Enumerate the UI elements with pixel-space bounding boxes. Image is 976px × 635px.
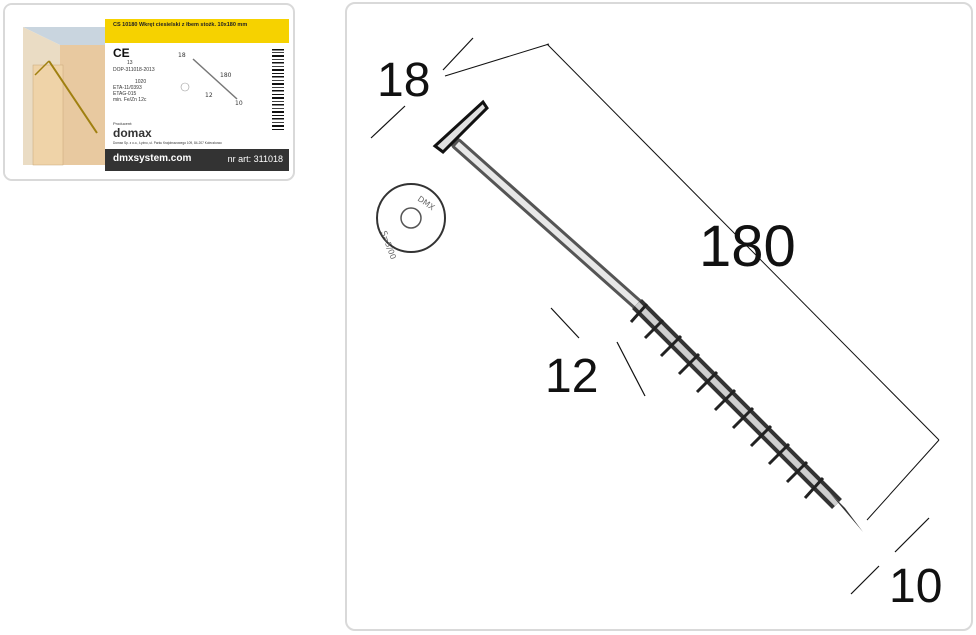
ce-mark: CE	[113, 46, 130, 60]
product-thumbnail[interactable]: CS 10180 Wkręt ciesielski z łbem stożk. …	[3, 3, 295, 181]
technical-drawing-panel: DMX S=5/00 18 180 12 10	[345, 2, 973, 631]
mini-dim-tip: 10	[235, 100, 243, 107]
dim-total-length: 180	[699, 214, 796, 279]
brand-logo: domax	[113, 126, 152, 140]
dim-tip: 10	[889, 560, 942, 613]
dim-shank: 12	[545, 350, 598, 403]
screw-tip	[829, 492, 863, 532]
mini-dim-head: 18	[178, 52, 186, 59]
mini-dim-length: 180	[220, 72, 232, 79]
installation-illustration	[5, 5, 105, 179]
notified-body: 1020	[135, 79, 147, 85]
product-label: CS 10180 Wkręt ciesielski z łbem stożk. …	[105, 19, 289, 171]
etag-number: ETAG-015	[113, 91, 137, 97]
mini-screw-diagram: 18 180 12 10	[178, 52, 243, 107]
dim-head-diameter: 18	[377, 54, 430, 107]
screw-drawing: DMX S=5/00 18 180 12 10	[370, 37, 942, 613]
producer-label: Producent:	[113, 121, 133, 126]
barcode	[272, 49, 284, 130]
head-top-view: DMX S=5/00	[376, 183, 446, 261]
eta-number: ETA-11/0393	[113, 85, 142, 91]
website-text: dmxsystem.com	[113, 153, 192, 164]
screw-head	[432, 99, 489, 154]
ce-number: 13	[127, 60, 133, 66]
company-address: Domax Sp. z o.o., Łyżno, ul. Parku Krajo…	[113, 141, 222, 145]
article-number: nr art: 311018	[227, 154, 283, 164]
coating-spec: min. Fe/Zn 12c	[113, 97, 147, 103]
label-footer: dmxsystem.com nr art: 311018	[105, 149, 289, 171]
dop-number: DOP-311018-2013	[113, 67, 155, 73]
mini-dim-thread: 12	[205, 92, 213, 99]
label-title: CS 10180 Wkręt ciesielski z łbem stożk. …	[105, 19, 289, 43]
